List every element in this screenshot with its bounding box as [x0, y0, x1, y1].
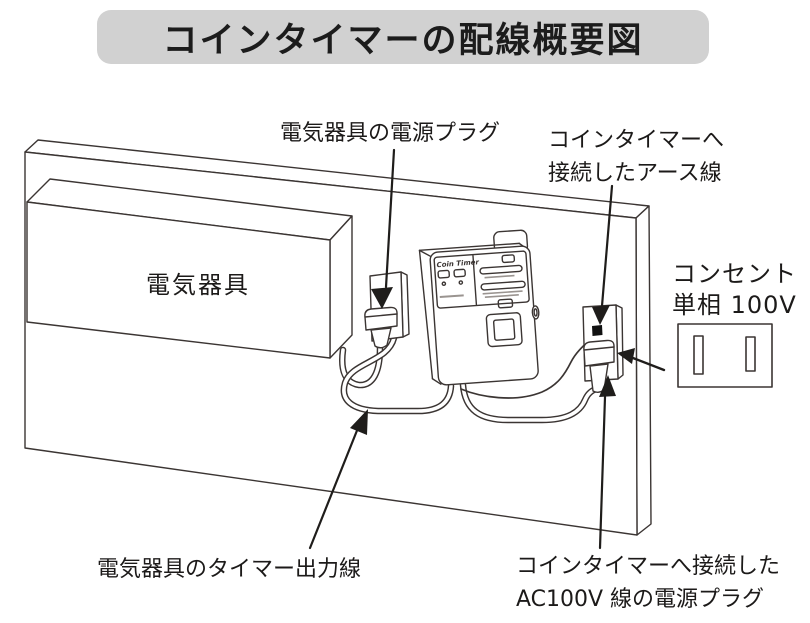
timer-output-cable-core — [342, 336, 453, 413]
left-plug-head — [364, 306, 398, 331]
arrowhead-timer-output — [350, 409, 368, 435]
appliance-cord-core — [340, 346, 382, 387]
earth-wire — [460, 332, 598, 399]
device-logo: Coin Timer — [436, 258, 479, 269]
coin-timer-unit: Coin Timer — [418, 229, 540, 386]
timer-led-left — [441, 281, 447, 287]
page-title: コインタイマーの配線概要図 — [162, 20, 644, 61]
label-outlet-line2: 単相 100V — [672, 291, 797, 319]
ac100v-plug — [583, 339, 615, 393]
display-slot-2 — [480, 280, 526, 291]
arrowhead-ac-plug — [599, 375, 616, 397]
earth-terminal — [592, 325, 603, 336]
label-appliance: 電気器具 — [146, 271, 250, 299]
timer-panel-divider — [472, 254, 478, 306]
label-appliance-power-plug: 電気器具の電源プラグ — [280, 121, 501, 146]
left-plug-neck — [370, 327, 392, 349]
slot-fine-print-2 — [482, 290, 523, 295]
label-earth-wire: コインタイマーへ 接続したアース線 — [548, 124, 724, 190]
arrow-line-timer-output — [308, 426, 360, 550]
right-plug-head — [583, 339, 615, 367]
outlet-slot-right — [745, 336, 756, 372]
label-ac100v-plug-line2: AC100V 線の電源プラグ — [516, 587, 765, 612]
arrowhead-outlet — [617, 348, 635, 364]
coin-return-door — [485, 312, 523, 348]
title-banner: コインタイマーの配線概要図 — [97, 10, 709, 64]
timer-led-right — [458, 280, 464, 285]
label-timer-output-line: 電気器具のタイマー出力線 — [97, 557, 362, 582]
right-plug-bevel — [583, 346, 615, 351]
side-lock-knob — [531, 305, 540, 320]
ac-cord-core — [461, 383, 599, 422]
timer-button-left — [437, 269, 450, 279]
display-button-top — [501, 254, 516, 264]
slot-fine-print-1 — [484, 274, 515, 279]
wall-side-face — [635, 205, 652, 536]
left-plug-bevel — [364, 313, 398, 318]
arrow-line-appliance-plug — [384, 148, 396, 289]
display-slot-1 — [479, 264, 523, 275]
arrow-line-outlet — [631, 356, 666, 372]
annotation-arrows — [308, 148, 666, 550]
appliance-side-face — [329, 215, 353, 359]
outlet-face-plate — [677, 323, 773, 388]
appliance-power-plug — [364, 306, 398, 349]
timer-button-right — [453, 268, 466, 278]
arrow-line-ac-plug — [598, 395, 607, 550]
label-earth-wire-line2: 接続したアース線 — [548, 161, 722, 186]
label-ac100v-plug: コインタイマーへ接続した AC100V 線の電源プラグ — [516, 550, 780, 616]
timer-panel — [433, 250, 530, 309]
label-outlet-line1: コンセント — [672, 260, 797, 288]
label-earth-wire-line1: コインタイマーへ — [548, 128, 725, 153]
coin-return-window — [492, 318, 516, 341]
appliance-box — [26, 178, 353, 359]
arrow-line-earth — [600, 184, 614, 308]
arrowhead-appliance-plug — [371, 287, 393, 309]
label-outlet: コンセント 単相 100V — [672, 259, 797, 321]
display-button-bottom — [497, 298, 514, 309]
appliance-front-face — [26, 201, 331, 359]
label-ac100v-plug-line1: コインタイマーへ接続した — [516, 554, 781, 579]
slot-fine-print-3 — [484, 294, 519, 298]
panel-fine-print — [439, 294, 464, 299]
arrowhead-earth — [592, 305, 610, 325]
side-lock-knob-inner — [533, 308, 538, 317]
cables — [339, 332, 601, 424]
outlet-face-illustration — [677, 323, 773, 388]
outlet-slot-left — [693, 335, 704, 375]
